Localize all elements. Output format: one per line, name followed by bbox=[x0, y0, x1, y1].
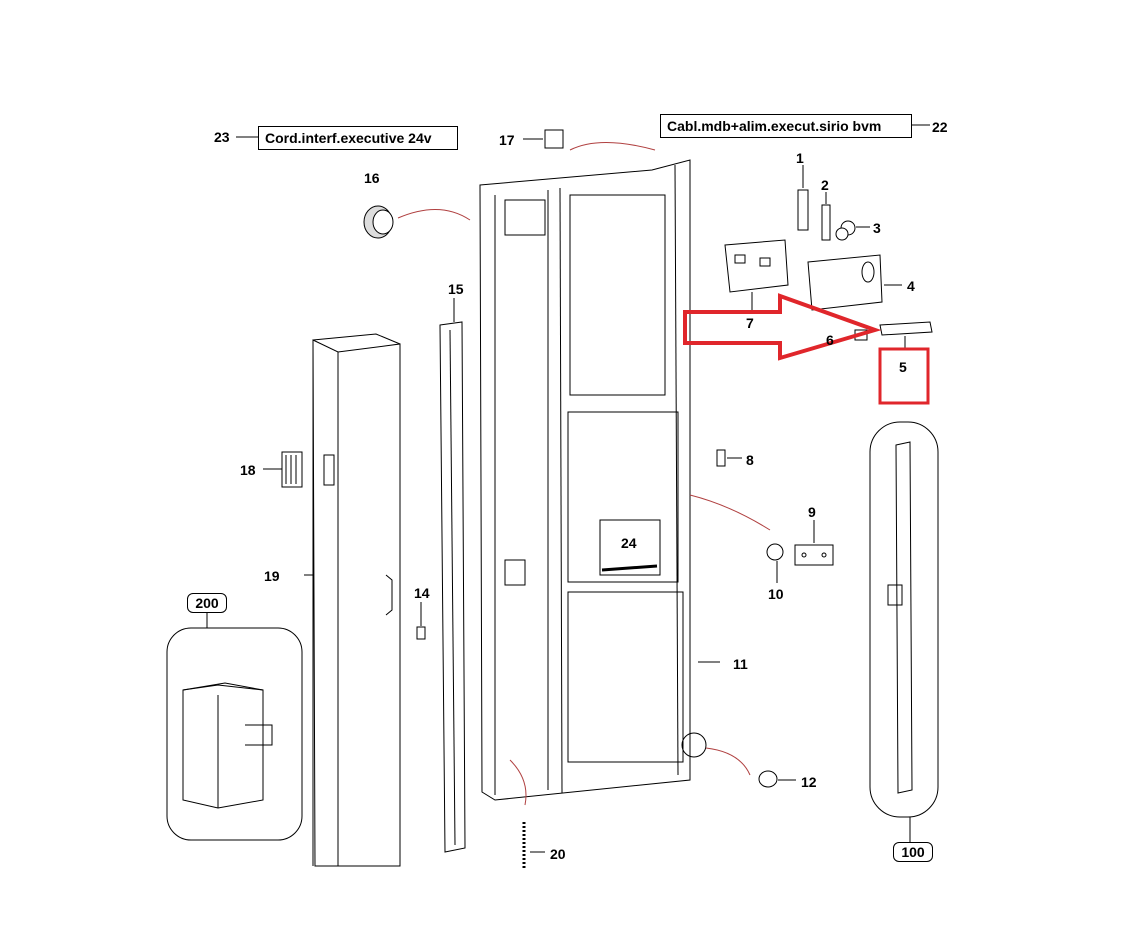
part-18-clip bbox=[263, 451, 303, 488]
part-14-bracket bbox=[416, 602, 426, 640]
part-label-12: 12 bbox=[801, 774, 817, 790]
part-label-19: 19 bbox=[264, 568, 280, 584]
group-200-frame bbox=[166, 610, 303, 841]
highlight-box bbox=[878, 347, 930, 405]
part-label-3: 3 bbox=[873, 220, 881, 236]
callout-23-number: 23 bbox=[214, 129, 230, 145]
part-label-7: 7 bbox=[746, 315, 754, 331]
part-11-cabinet-frame bbox=[479, 142, 720, 801]
part-label-6: 6 bbox=[826, 332, 834, 348]
part-3-button bbox=[835, 220, 870, 241]
part-label-5: 5 bbox=[899, 359, 907, 375]
callout-23-label: Cord.interf.executive 24v bbox=[258, 126, 458, 150]
part-label-4: 4 bbox=[907, 278, 915, 294]
highlight-arrow bbox=[683, 293, 882, 361]
part-12-foot bbox=[681, 732, 796, 788]
part-label-8: 8 bbox=[746, 452, 754, 468]
part-2-bracket bbox=[821, 192, 831, 241]
group-label-100: 100 bbox=[893, 842, 933, 862]
part-label-16: 16 bbox=[364, 170, 380, 186]
group-100-door-panel bbox=[869, 421, 939, 842]
part-label-11: 11 bbox=[733, 656, 748, 672]
part-label-9: 9 bbox=[808, 504, 816, 520]
part-label-2: 2 bbox=[821, 177, 829, 193]
part-label-18: 18 bbox=[240, 462, 256, 478]
part-label-1: 1 bbox=[796, 150, 804, 166]
part-label-24: 24 bbox=[621, 535, 637, 551]
part-label-20: 20 bbox=[550, 846, 566, 862]
part-4-mounting-plate bbox=[807, 254, 902, 311]
part-17-connector bbox=[523, 129, 564, 149]
part-9-hinge bbox=[794, 520, 834, 566]
group-label-200: 200 bbox=[187, 593, 227, 613]
part-label-10: 10 bbox=[768, 586, 784, 602]
part-label-14: 14 bbox=[414, 585, 430, 601]
part-label-17: 17 bbox=[499, 132, 515, 148]
part-label-15: 15 bbox=[448, 281, 464, 297]
part-15-strip bbox=[439, 298, 466, 853]
part-10-lock bbox=[689, 494, 784, 583]
part-8-pin bbox=[716, 449, 742, 467]
part-5-latch bbox=[879, 321, 933, 350]
part-19-side-cover bbox=[304, 333, 401, 867]
part-16-coupling bbox=[363, 205, 471, 239]
part-7-circuit-board bbox=[724, 239, 789, 312]
part-1-bracket bbox=[797, 165, 809, 231]
callout-22-label: Cabl.mdb+alim.execut.sirio bvm bbox=[660, 114, 912, 138]
callout-22-number: 22 bbox=[932, 119, 948, 135]
part-20-chain bbox=[509, 759, 545, 868]
